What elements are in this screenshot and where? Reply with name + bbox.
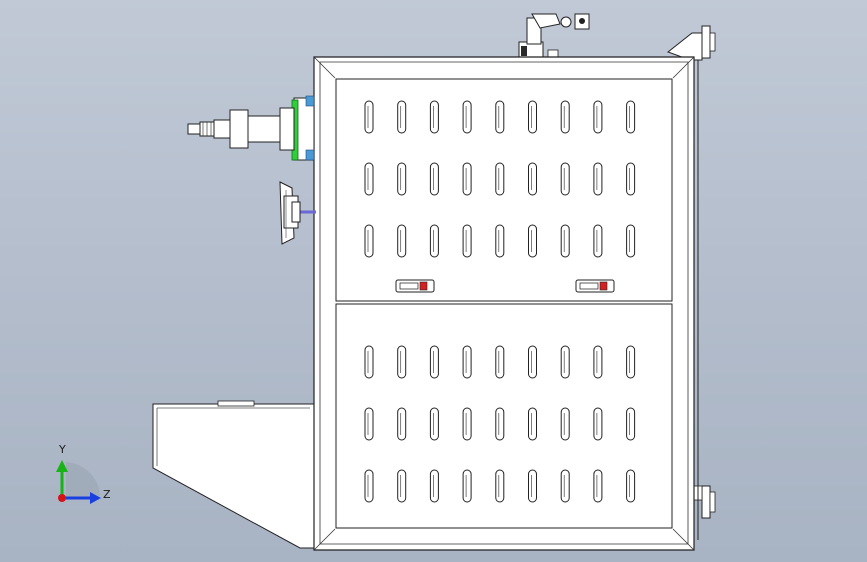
right-bottom-bracket xyxy=(693,485,716,519)
vent-slot xyxy=(528,407,537,441)
vent-slot xyxy=(626,469,636,503)
vent-slot xyxy=(397,345,407,379)
vent-slot xyxy=(593,100,603,134)
vent-slot xyxy=(528,345,537,379)
top-hinge-arm xyxy=(518,13,590,59)
right-top-bracket xyxy=(666,25,716,61)
vent-slot xyxy=(528,224,537,258)
vent-slot xyxy=(364,469,374,503)
vent-slot xyxy=(364,162,374,196)
vent-slot xyxy=(626,100,636,134)
vent-slot xyxy=(495,407,505,441)
vent-slot xyxy=(528,100,537,134)
vent-slot xyxy=(397,469,407,503)
vent-slot xyxy=(560,162,570,196)
vent-slot xyxy=(528,469,537,503)
vent-slot xyxy=(462,345,472,379)
vent-slot xyxy=(462,100,472,134)
door-latch-left[interactable] xyxy=(395,279,435,293)
vent-slot xyxy=(364,407,374,441)
vent-slot xyxy=(560,469,570,503)
vent-slot xyxy=(397,224,407,258)
vent-slot xyxy=(593,345,603,379)
hopper-base xyxy=(152,403,315,549)
vent-slot xyxy=(495,224,505,258)
vent-slot xyxy=(495,100,505,134)
vent-slot xyxy=(626,224,636,258)
vent-slot xyxy=(429,345,439,379)
z-axis-label: Z xyxy=(103,488,111,501)
hopper-lid-tab xyxy=(217,400,255,407)
y-axis-label: Y xyxy=(59,443,66,456)
vent-slot xyxy=(429,407,439,441)
vent-slot xyxy=(626,345,636,379)
vent-slot xyxy=(397,407,407,441)
vent-slot xyxy=(364,345,374,379)
vent-slot xyxy=(462,162,472,196)
vent-slot xyxy=(364,224,374,258)
vent-slot xyxy=(560,100,570,134)
vent-slot xyxy=(397,162,407,196)
door-latch-right[interactable] xyxy=(575,279,615,293)
vent-slot xyxy=(364,100,374,134)
vent-slot xyxy=(593,162,603,196)
vent-slot xyxy=(462,407,472,441)
vent-slot xyxy=(462,469,472,503)
vent-slot xyxy=(560,407,570,441)
vent-slot xyxy=(593,407,603,441)
vent-slot xyxy=(560,345,570,379)
vent-slot xyxy=(429,162,439,196)
vent-slot xyxy=(429,224,439,258)
lower-vent-grid xyxy=(364,345,636,503)
vent-slot xyxy=(462,224,472,258)
vent-slot xyxy=(560,224,570,258)
vent-slot xyxy=(593,224,603,258)
pneumatic-cylinder xyxy=(187,95,315,161)
vent-slot xyxy=(495,345,505,379)
vent-slot xyxy=(626,407,636,441)
vent-slot xyxy=(495,162,505,196)
vent-slot xyxy=(397,100,407,134)
suction-pad-assembly xyxy=(279,181,316,245)
upper-vent-grid xyxy=(364,100,636,258)
vent-slot xyxy=(429,100,439,134)
vent-slot xyxy=(528,162,537,196)
vent-slot xyxy=(429,469,439,503)
coordinate-triad xyxy=(56,460,101,504)
vent-slot xyxy=(593,469,603,503)
vent-slot xyxy=(495,469,505,503)
vent-slot xyxy=(626,162,636,196)
